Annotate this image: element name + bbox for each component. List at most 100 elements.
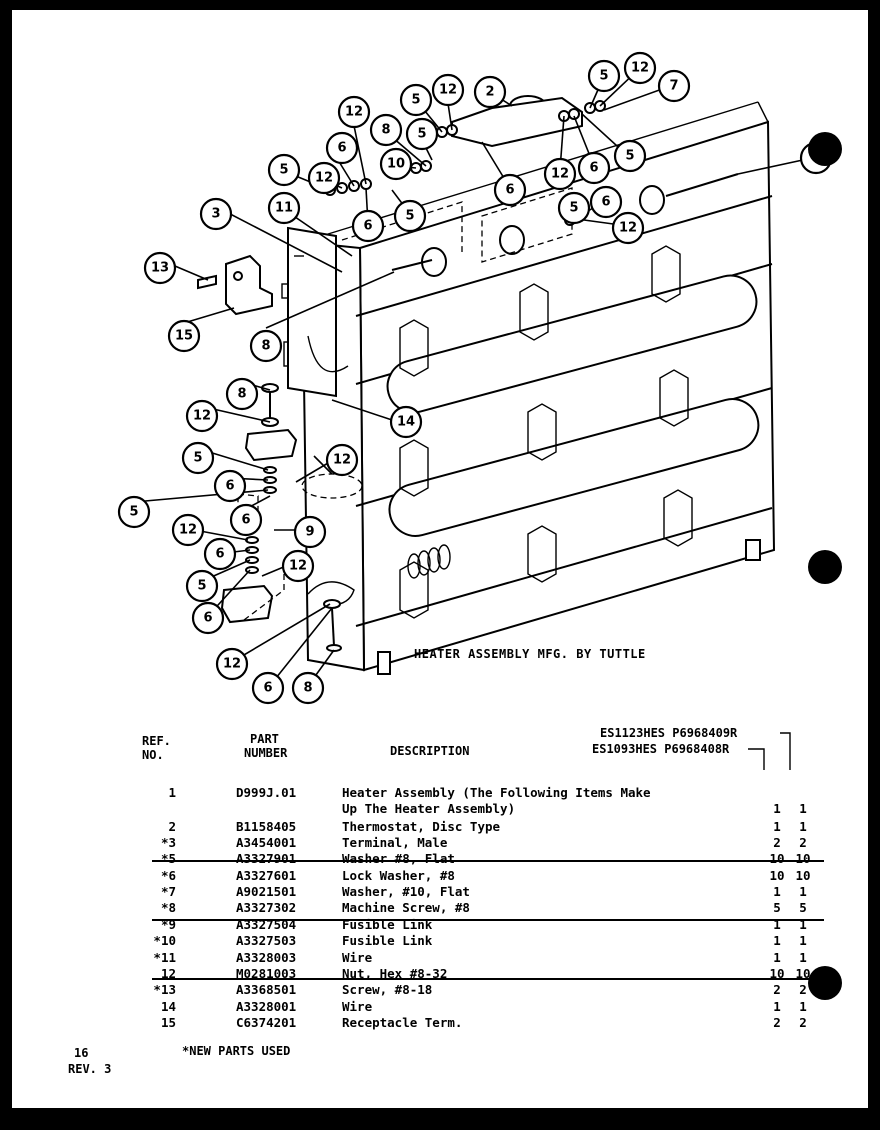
callout-12d: 12 <box>281 549 315 583</box>
callout-8d: 8 <box>369 113 403 147</box>
qty-model-1-cell: 10 <box>769 851 785 866</box>
callout-6e: 6 <box>251 671 285 705</box>
qty-model-2-cell: 1 <box>799 819 807 834</box>
callout-12h: 12 <box>431 73 465 107</box>
qty-model-1-cell: 2 <box>773 835 781 850</box>
part-number-cell: A3328001 <box>236 999 297 1014</box>
svg-text:5: 5 <box>569 201 578 216</box>
svg-text:6: 6 <box>505 183 514 198</box>
callout-12i: 12 <box>543 157 577 191</box>
callout-6j: 6 <box>589 185 623 219</box>
part-number-cell: A3327601 <box>236 868 297 883</box>
callout-6f: 6 <box>325 131 359 165</box>
qty-model-2-cell: 1 <box>799 933 807 948</box>
part-number-cell: C6374201 <box>236 1015 297 1030</box>
svg-text:6: 6 <box>337 141 346 156</box>
qty-model-1-cell: 10 <box>769 966 785 981</box>
qty-model-1-cell: 1 <box>773 884 781 899</box>
qty-model-2-cell: 10 <box>795 966 811 981</box>
svg-text:2: 2 <box>485 85 494 100</box>
callout-6g: 6 <box>351 209 385 243</box>
svg-text:13: 13 <box>151 261 169 276</box>
svg-text:11: 11 <box>275 201 293 216</box>
callout-5j: 5 <box>557 191 591 225</box>
callout-5f: 5 <box>405 117 439 151</box>
callout-5b: 5 <box>117 495 151 529</box>
description-cell: Terminal, Male <box>342 835 448 850</box>
callout-15: 15 <box>167 319 201 353</box>
callout-8b: 8 <box>225 377 259 411</box>
table-rule <box>152 860 824 862</box>
ref-cell: *11 <box>153 950 176 965</box>
part-number-cell: D999J.01 <box>236 785 297 800</box>
qty-model-1-cell: 2 <box>773 982 781 997</box>
svg-text:5: 5 <box>599 69 608 84</box>
ref-cell: 12 <box>160 966 176 981</box>
qty-model-2-cell: 1 <box>799 801 807 816</box>
svg-text:12: 12 <box>345 105 363 120</box>
ref-cell: *5 <box>160 851 176 866</box>
binder-hole-bottom <box>808 966 842 1000</box>
description-cell: Receptacle Term. <box>342 1015 463 1030</box>
part-number-cell: A3327901 <box>236 851 297 866</box>
ref-cell: *3 <box>160 835 176 850</box>
callout-6c: 6 <box>203 537 237 571</box>
page-number: 16 <box>74 1046 89 1060</box>
qty-model-2-cell: 10 <box>795 851 811 866</box>
svg-text:12: 12 <box>551 167 569 182</box>
svg-text:6: 6 <box>263 681 272 696</box>
description-cell: Thermostat, Disc Type <box>342 819 501 834</box>
callout-9: 9 <box>293 515 327 549</box>
callout-6b: 6 <box>229 503 263 537</box>
part-number-cell: A3328003 <box>236 950 297 965</box>
qty-model-2-cell: 2 <box>799 982 807 997</box>
callout-8a: 8 <box>249 329 283 363</box>
diagram-caption: HEATER ASSEMBLY MFG. BY TUTTLE <box>414 647 646 661</box>
new-parts-note: *NEW PARTS USED <box>182 1044 291 1058</box>
thermostats <box>324 95 739 277</box>
callout-6d: 6 <box>191 601 225 635</box>
svg-text:8: 8 <box>381 123 390 138</box>
description-cell: Wire <box>342 999 373 1014</box>
svg-text:3: 3 <box>211 207 220 222</box>
svg-text:8: 8 <box>303 681 312 696</box>
description-cell: Washer, #10, Flat <box>342 884 470 899</box>
callout-5i: 5 <box>613 139 647 173</box>
description-cell: Up The Heater Assembly) <box>342 801 516 816</box>
callout-5c: 5 <box>185 569 219 603</box>
qty-model-1-cell: 1 <box>773 933 781 948</box>
part-number-cell: A3368501 <box>236 982 297 997</box>
callout-12j: 12 <box>623 51 657 85</box>
binder-hole-middle <box>808 550 842 584</box>
svg-text:5: 5 <box>411 93 420 108</box>
qty-model-1-cell: 1 <box>773 917 781 932</box>
svg-text:5: 5 <box>129 505 138 520</box>
callout-7: 7 <box>657 69 691 103</box>
qty-model-1-cell: 1 <box>773 950 781 965</box>
callout-12c: 12 <box>171 513 205 547</box>
svg-text:8: 8 <box>237 387 246 402</box>
svg-text:12: 12 <box>223 657 241 672</box>
svg-text:8: 8 <box>261 339 270 354</box>
callout-12f: 12 <box>307 161 341 195</box>
part-number-cell: A9021501 <box>236 884 297 899</box>
description-cell: Machine Screw, #8 <box>342 900 470 915</box>
svg-text:12: 12 <box>333 453 351 468</box>
callout-5h: 5 <box>587 59 621 93</box>
callout-12k: 12 <box>611 211 645 245</box>
qty-model-2-cell: 1 <box>799 999 807 1014</box>
qty-model-1-cell: 1 <box>773 819 781 834</box>
svg-text:5: 5 <box>625 149 634 164</box>
qty-model-2-cell: 1 <box>799 884 807 899</box>
revision: REV. 3 <box>68 1062 112 1076</box>
svg-text:12: 12 <box>439 83 457 98</box>
part-number-cell: A3454001 <box>236 835 297 850</box>
